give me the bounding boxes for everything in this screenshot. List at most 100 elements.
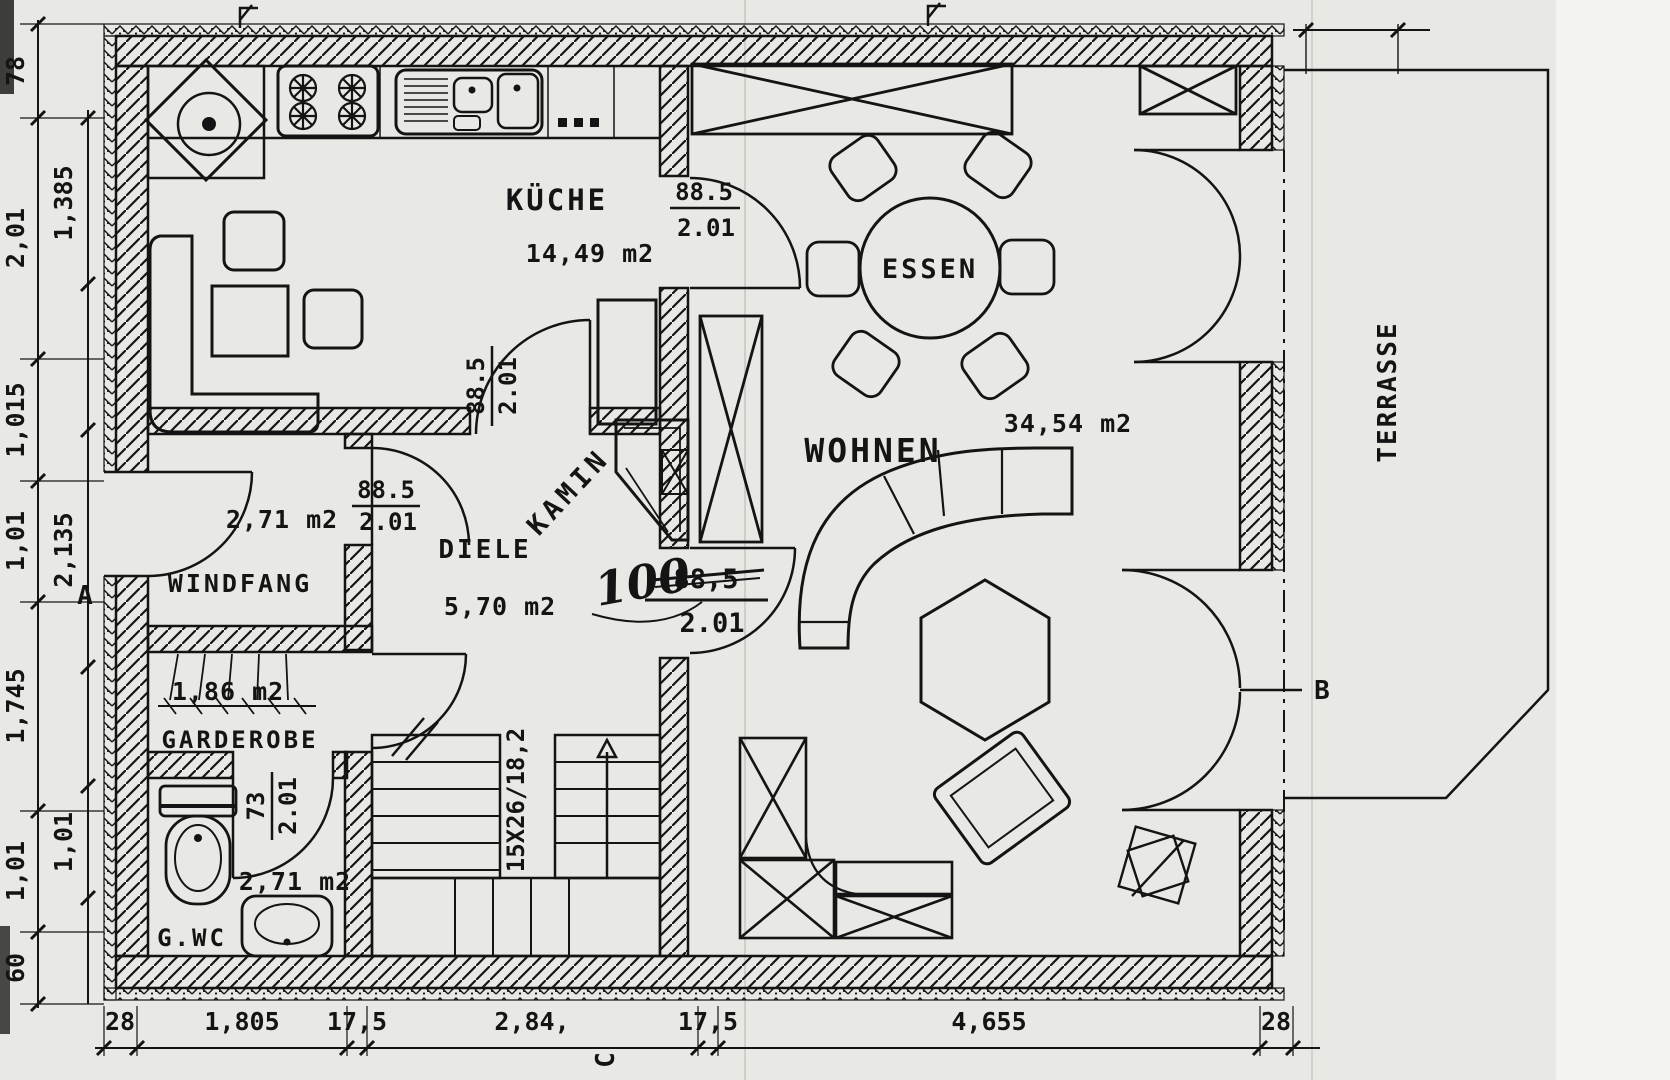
svg-text:1,01: 1,01 [1, 511, 30, 571]
door-diele-wohnen [689, 546, 797, 655]
room-label-gwc: G.WC [157, 924, 227, 952]
section-marker-b: B [1314, 676, 1330, 706]
kitchen-fixtures [143, 57, 660, 434]
shelf-tall [698, 314, 764, 544]
door-label-wohnen-corrected: 100 88,5 2.01 [591, 547, 768, 639]
plant [1117, 825, 1197, 905]
svg-text:1,805: 1,805 [204, 1007, 279, 1036]
door-kitchen-dining [689, 176, 802, 290]
wall-garderobe-gwc-stub [331, 750, 349, 780]
svg-text:15X26/18,2: 15X26/18,2 [502, 728, 530, 873]
insulation-right-1 [1271, 65, 1285, 151]
dim-labels-left-inner: 1,385 2,135 1,01 [49, 165, 78, 872]
svg-text:1,01: 1,01 [49, 812, 78, 872]
dim-labels-bottom: 28 1,805 17,5 2,84, 17,5 4,655 28 [105, 1007, 1291, 1036]
area-label-wohnen: 34,54 m2 [1004, 409, 1132, 438]
stair-flight-left [370, 733, 502, 880]
wall-right-lower [1238, 808, 1274, 958]
wall-bottom [114, 954, 1274, 990]
svg-text:KAMIN: KAMIN [521, 443, 616, 542]
fridge [596, 298, 658, 426]
stairs [370, 717, 662, 958]
dim-labels-left-outer: 78 2,01 1,015 1,01 1,745 1,01 60 [1, 56, 30, 983]
door-label-kueche-h: 2.01 [677, 214, 735, 242]
dishwasher-dots [558, 118, 599, 127]
dimension-chains [20, 15, 1320, 1057]
terrace-outline [1284, 68, 1550, 800]
wall-top [114, 34, 1274, 68]
door-label-kueche-diele: 88.5 2.01 [462, 346, 522, 426]
section-marker-a: A [77, 581, 93, 611]
door-label-windfang-h: 2.01 [359, 508, 417, 536]
room-label-diele: DIELE [438, 535, 531, 565]
corner-bench [148, 234, 320, 434]
entrance-opening [103, 472, 150, 576]
sofa [797, 446, 1074, 650]
svg-text:2.01: 2.01 [494, 357, 522, 415]
door-label-gwc: 73 2.01 [242, 772, 302, 840]
door-label-windfang-w: 88.5 [357, 476, 415, 504]
svg-text:28: 28 [105, 1007, 135, 1036]
scan-edge-mark-top [0, 0, 14, 94]
fireplace-group [614, 314, 764, 544]
wall-right-upper [1238, 64, 1274, 152]
area-label-garderobe: 1,86 m2 [172, 677, 284, 706]
dining-chair [828, 133, 898, 203]
cabinets-corner [738, 736, 954, 940]
kitchen-chair-1 [222, 210, 286, 272]
wall-garderobe-gwc [146, 750, 235, 780]
door-windfang-diele [370, 446, 471, 546]
exterior-walls [103, 23, 1285, 1001]
wall-kitchen-dining-2 [658, 286, 690, 550]
svg-text:1,385: 1,385 [49, 165, 78, 240]
svg-text:2.01: 2.01 [274, 777, 302, 835]
area-label-diele: 5,70 m2 [444, 592, 556, 621]
svg-text:17,5: 17,5 [327, 1007, 387, 1036]
dining-chair [998, 238, 1056, 296]
wall-kitchen-dining-1 [658, 64, 690, 178]
insulation-top [103, 23, 1285, 37]
toilet [158, 784, 238, 906]
wall-kitchen-windfang [146, 406, 472, 436]
kitchen-sink [394, 68, 544, 136]
svg-text:2,01: 2,01 [1, 208, 30, 268]
section-flag-top-left [238, 4, 258, 28]
stair-direction-arrow [595, 737, 619, 759]
dining-chair [805, 240, 861, 298]
room-label-essen: ESSEN [882, 254, 978, 285]
corner-sink-bowl [176, 91, 242, 157]
coffee-table-hex [919, 578, 1051, 742]
fireplace-label: KAMIN [521, 443, 616, 542]
dining-chair [963, 130, 1033, 200]
interior-walls [146, 64, 690, 958]
wall-right-middle [1238, 360, 1274, 572]
door-label-kueche-w: 88.5 [675, 178, 733, 206]
washbasin [240, 894, 334, 958]
scan-light-strip [1556, 0, 1670, 1080]
stairs-label: 15X26/18,2 [502, 728, 530, 873]
svg-text:88.5: 88.5 [462, 357, 490, 415]
svg-text:4,655: 4,655 [951, 1007, 1026, 1036]
door-gwc [231, 777, 335, 880]
armchair [932, 730, 1072, 866]
corner-sink-drain [202, 117, 216, 131]
wall-windfang-right-stub [343, 432, 374, 450]
door-kitchen-diele [474, 318, 592, 435]
svg-text:C: C [591, 1052, 621, 1068]
flue-box [661, 449, 689, 495]
dim-tick [1297, 21, 1315, 39]
section-marker-c: C [591, 1052, 621, 1068]
wall-diele-wohnen [658, 656, 690, 958]
room-label-kueche: KÜCHE [506, 183, 608, 217]
kitchen-chair-2 [302, 288, 364, 350]
kitchen-table [210, 284, 290, 358]
stair-break-mark [405, 721, 439, 761]
svg-text:TERRASSE: TERRASSE [1373, 321, 1403, 462]
insulation-bottom [103, 987, 1285, 1001]
dining-chair [960, 331, 1030, 401]
area-label-gwc: 2,71 m2 [239, 867, 351, 896]
cabinet-top-right [1138, 64, 1238, 116]
room-label-garderobe: GARDEROBE [161, 726, 318, 754]
